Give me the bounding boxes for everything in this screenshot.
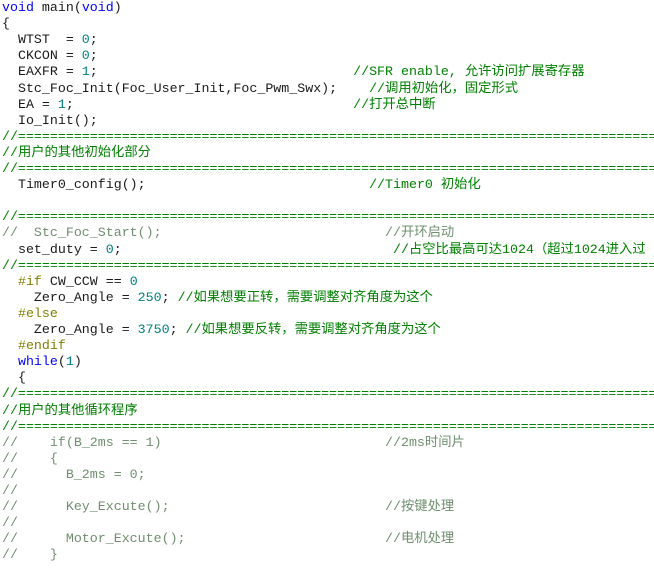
code-token: 0	[129, 273, 138, 289]
code-token: 3750	[137, 322, 170, 337]
code-token: CKCON =	[2, 48, 82, 64]
code-token: ;	[89, 64, 354, 80]
code-line[interactable]: //	[2, 483, 18, 499]
code-line[interactable]: Zero_Angle = 3750; //如果想要反转，需要调整对齐角度为这个	[2, 322, 441, 338]
code-comment: //	[2, 483, 18, 498]
code-line[interactable]: Io_Init();	[2, 113, 98, 129]
code-line[interactable]: Stc_Foc_Init(Foc_User_Init,Foc_Pwm_Swx);…	[2, 81, 518, 97]
code-line[interactable]: // }	[2, 547, 58, 563]
code-token: void	[81, 0, 114, 15]
code-token: set_duty =	[2, 241, 106, 257]
code-line[interactable]: void main(void)	[2, 0, 122, 16]
code-comment: //	[2, 515, 18, 531]
code-line[interactable]: //用户的其他初始化部分	[2, 145, 151, 161]
code-comment: //用户的其他循环程序	[2, 402, 138, 418]
code-line[interactable]: // {	[2, 451, 58, 467]
code-token: 1	[81, 64, 90, 80]
code-comment: //如果想要反转，需要调整对齐角度为这个	[185, 322, 441, 337]
code-token: #if	[2, 273, 42, 289]
code-line[interactable]: //======================================…	[2, 386, 654, 402]
code-comment: // }	[2, 547, 58, 563]
code-line[interactable]: //======================================…	[2, 161, 654, 177]
code-token: #else	[2, 305, 58, 321]
code-line[interactable]: set_duty = 0; //占空比最高可达1024（超过1024进入过	[2, 242, 646, 258]
code-token: 250	[137, 289, 162, 305]
code-line[interactable]: //用户的其他循环程序	[2, 403, 138, 419]
code-line[interactable]: EAXFR = 1; //SFR enable, 允许访问扩展寄存器	[2, 64, 585, 80]
code-comment: //打开总中断	[353, 96, 436, 112]
code-token: Stc_Foc_Init(Foc_User_Init,Foc_Pwm_Swx);	[2, 80, 370, 96]
code-token: 0	[105, 241, 114, 257]
code-token: )	[113, 0, 122, 15]
code-token: Timer0_config();	[2, 177, 370, 193]
code-token: ;	[113, 241, 393, 257]
code-comment: //用户的其他初始化部分	[2, 144, 151, 160]
code-comment: // Stc_Foc_Start(); //开环启动	[2, 225, 455, 241]
code-line[interactable]: Timer0_config(); //Timer0 初始化	[2, 177, 481, 193]
code-line[interactable]: // B_2ms = 0;	[2, 467, 146, 483]
code-token: 1	[65, 354, 74, 370]
code-line[interactable]: //======================================…	[2, 129, 654, 145]
code-token: CW_CCW ==	[41, 273, 130, 289]
code-token: ;	[89, 48, 98, 64]
code-line[interactable]: // Key_Excute(); //按键处理	[2, 499, 454, 515]
code-line[interactable]: //	[2, 515, 18, 531]
code-token: Io_Init();	[2, 112, 98, 128]
code-token: 0	[81, 32, 90, 48]
code-token: {	[2, 370, 26, 386]
code-line[interactable]: WTST = 0;	[2, 32, 98, 48]
code-line[interactable]: EA = 1; //打开总中断	[2, 97, 436, 113]
code-line[interactable]: //======================================…	[2, 419, 654, 435]
code-line[interactable]: // Stc_Foc_Start(); //开环启动	[2, 225, 454, 241]
code-token: (	[57, 354, 66, 370]
code-comment: // Motor_Excute(); //电机处理	[2, 531, 455, 547]
code-token: #endif	[2, 338, 66, 354]
code-token: 1	[57, 96, 66, 112]
code-token: Zero_Angle =	[2, 322, 138, 337]
code-token: Zero_Angle =	[2, 289, 138, 305]
code-line[interactable]: // if(B_2ms == 1) //2ms时间片	[2, 435, 465, 451]
code-token: main(	[33, 0, 82, 15]
code-comment: //======================================…	[2, 418, 654, 434]
code-comment: // if(B_2ms == 1) //2ms时间片	[2, 434, 465, 450]
code-comment: //调用初始化，固定形式	[369, 80, 518, 96]
code-token: ;	[161, 289, 178, 305]
code-token: )	[73, 354, 82, 370]
code-comment: //如果想要正转，需要调整对齐角度为这个	[177, 289, 433, 305]
code-comment: //======================================…	[2, 257, 654, 273]
code-line[interactable]: {	[2, 16, 10, 32]
code-token: void	[2, 0, 34, 15]
code-line[interactable]: // Motor_Excute(); //电机处理	[2, 531, 454, 547]
code-comment: //======================================…	[2, 209, 654, 225]
code-comment: //======================================…	[2, 161, 654, 176]
code-comment: //======================================…	[2, 386, 654, 402]
code-line[interactable]: //======================================…	[2, 258, 654, 274]
code-line[interactable]: Zero_Angle = 250; //如果想要正转，需要调整对齐角度为这个	[2, 290, 433, 306]
code-line[interactable]: #endif	[2, 338, 66, 354]
code-token: EAXFR =	[2, 64, 82, 80]
code-token: ;	[65, 96, 354, 112]
code-line[interactable]: CKCON = 0;	[2, 48, 98, 64]
code-token: ;	[89, 32, 98, 48]
code-line[interactable]: //======================================…	[2, 209, 654, 225]
code-comment: //======================================…	[2, 128, 654, 144]
code-token: while	[2, 354, 58, 370]
code-comment: // {	[2, 450, 58, 466]
code-comment: //SFR enable, 允许访问扩展寄存器	[353, 64, 585, 80]
code-comment: //Timer0 初始化	[369, 177, 481, 193]
code-comment: // B_2ms = 0;	[2, 466, 146, 482]
code-token: EA =	[2, 96, 58, 112]
code-token: WTST =	[2, 32, 82, 48]
code-line[interactable]: #if CW_CCW == 0	[2, 274, 138, 290]
code-comment: //占空比最高可达1024（超过1024进入过	[393, 241, 646, 257]
code-token: {	[2, 16, 10, 32]
code-line[interactable]: {	[2, 370, 26, 386]
code-token: 0	[81, 48, 90, 64]
code-token: ;	[169, 322, 186, 337]
code-comment: // Key_Excute(); //按键处理	[2, 499, 455, 515]
code-line[interactable]: while(1)	[2, 354, 82, 370]
code-line[interactable]: #else	[2, 306, 58, 322]
